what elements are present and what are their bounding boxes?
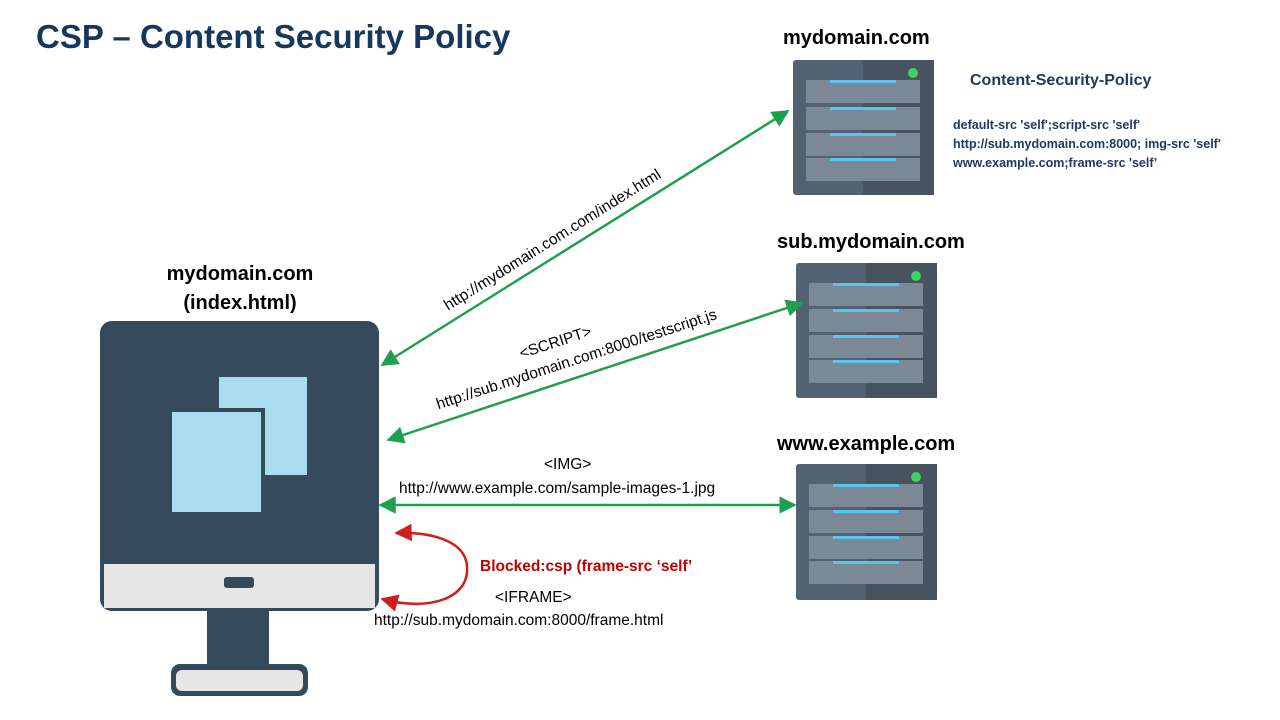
csp-policy-line: www.example.com;frame-src 'self’ (953, 156, 1158, 170)
label-img-url: http://www.example.com/sample-images-1.j… (399, 480, 716, 497)
client-domain-label: mydomain.com (166, 263, 314, 285)
label-script-url: http://sub.mydomain.com:8000/testscript.… (434, 306, 719, 413)
csp-policy-text: default-src 'self';script-src 'self' htt… (953, 116, 1221, 173)
server-sub-mydomain-icon (796, 263, 937, 398)
csp-policy-line: http://sub.mydomain.com:8000; img-src 's… (953, 137, 1221, 151)
csp-policy-line: default-src 'self';script-src 'self' (953, 118, 1140, 132)
label-iframe-tag: <IFRAME> (495, 589, 572, 606)
csp-header-title: Content-Security-Policy (970, 72, 1152, 89)
server-sub-mydomain-label: sub.mydomain.com (777, 231, 965, 253)
client-page-label: (index.html) (183, 292, 297, 314)
arrow-script-request (386, 299, 804, 444)
server-mydomain-label: mydomain.com (783, 27, 930, 49)
server-mydomain-icon (793, 60, 934, 195)
server-example-label: www.example.com (777, 433, 956, 455)
client-label: mydomain.com (index.html) (110, 260, 370, 318)
label-img-tag: <IMG> (544, 456, 592, 473)
client-computer-icon (100, 321, 379, 696)
page-title: CSP – Content Security Policy (36, 18, 511, 55)
arrow-iframe-blocked (380, 523, 469, 612)
label-index-url: http://mydomain.com.com/index.html (441, 166, 664, 314)
server-example-icon (796, 464, 937, 600)
label-blocked: Blocked:csp (frame-src ‘self’ (480, 558, 693, 575)
label-iframe-url: http://sub.mydomain.com:8000/frame.html (374, 612, 664, 629)
